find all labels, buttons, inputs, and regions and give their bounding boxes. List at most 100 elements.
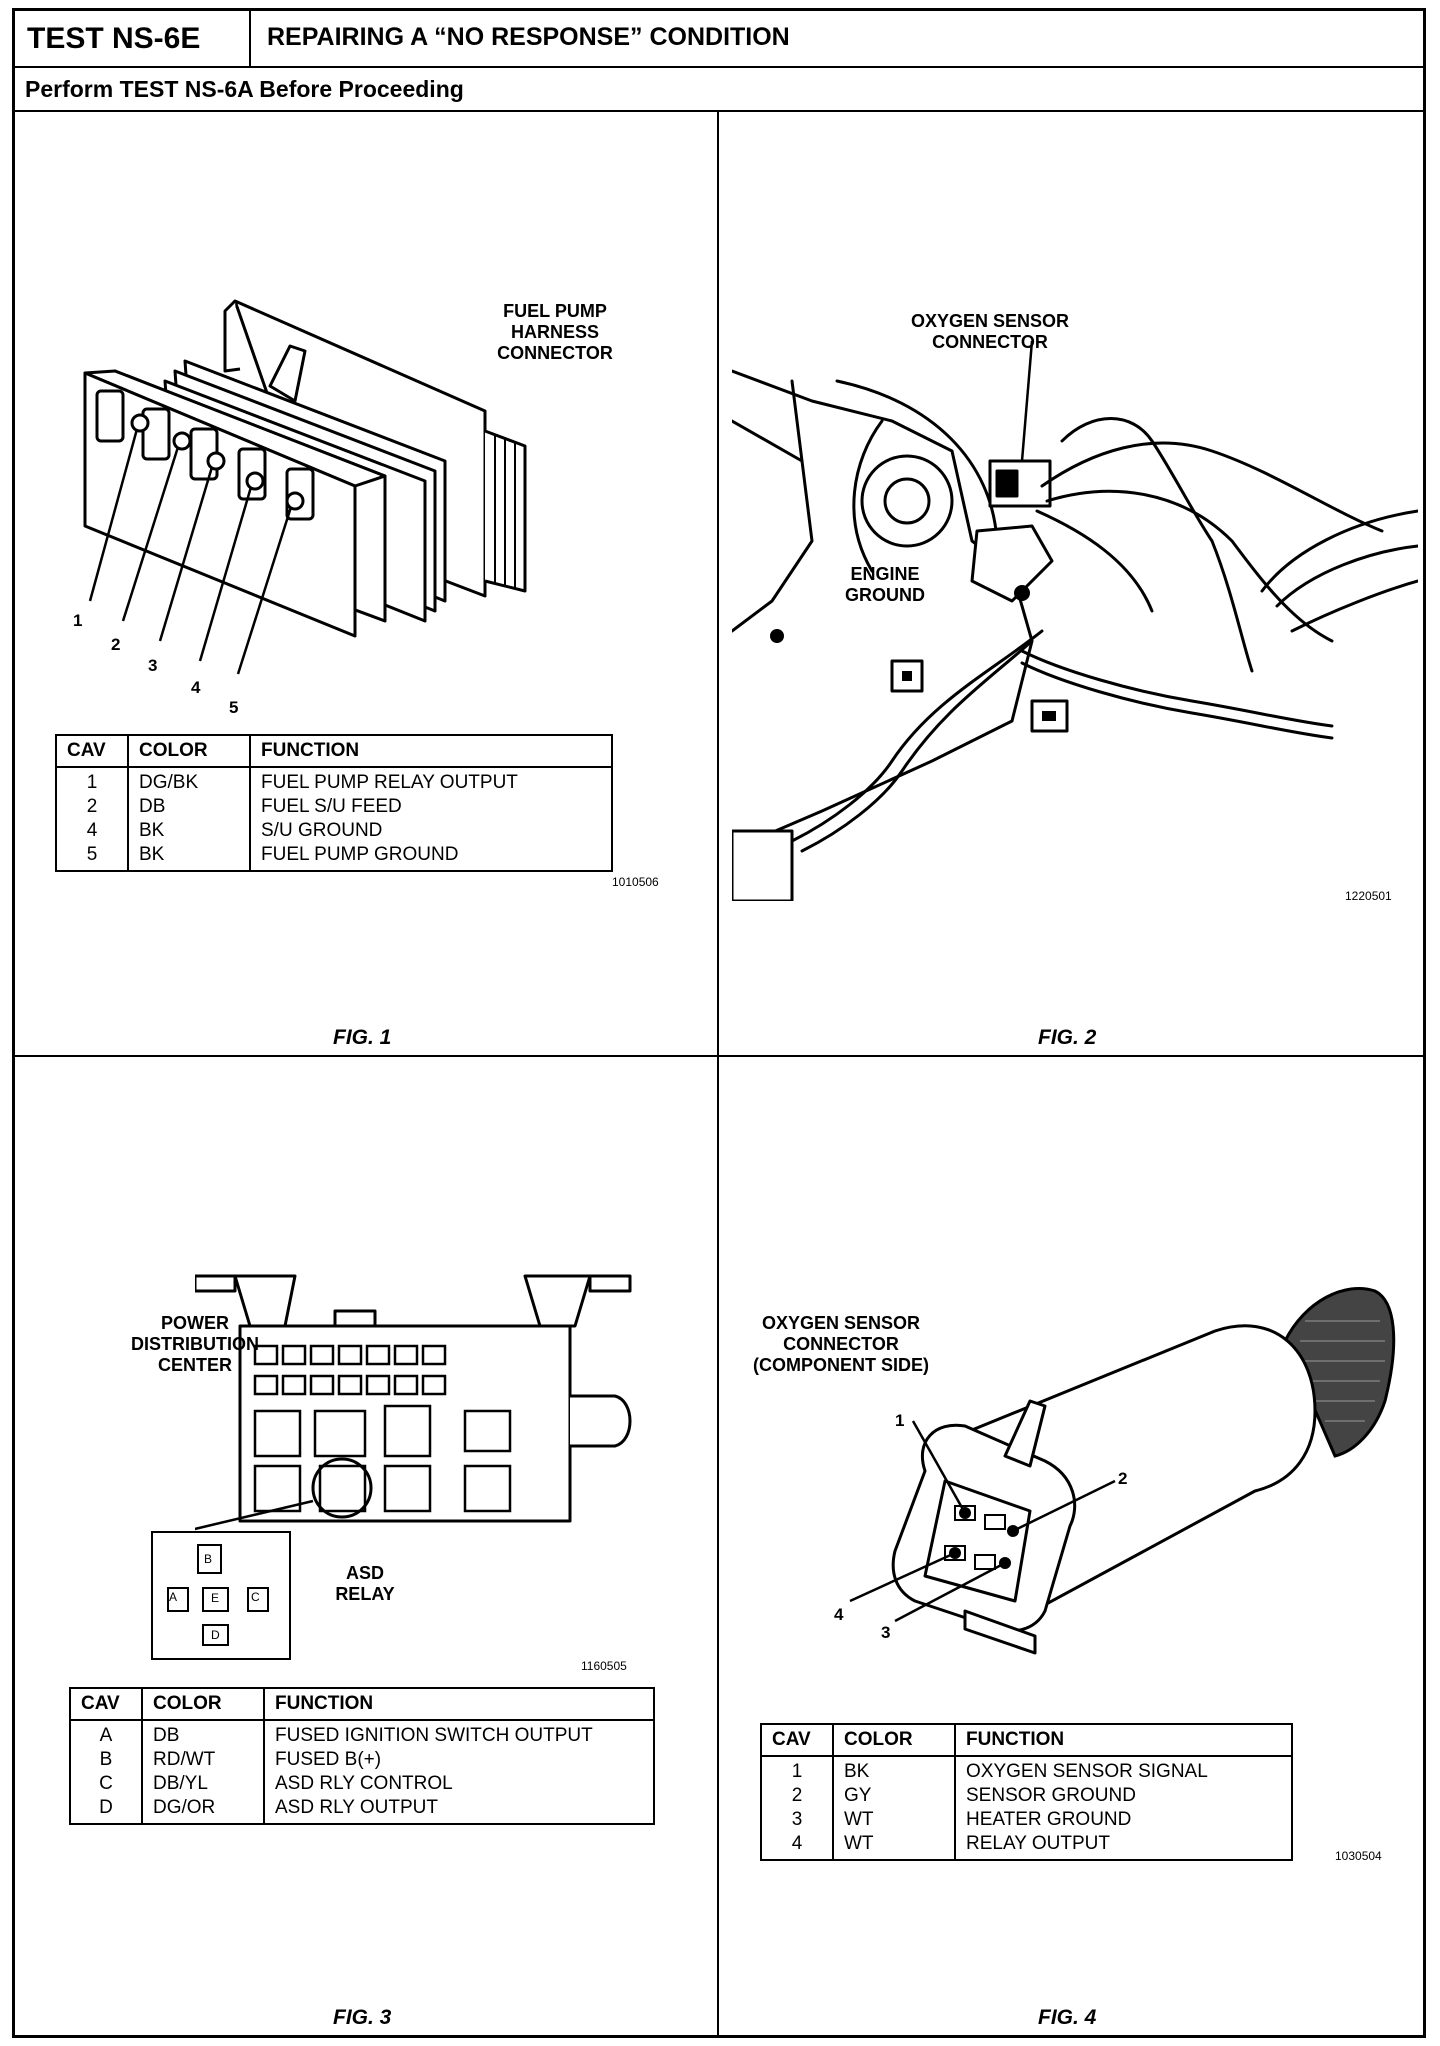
fig1-code: 1010506 — [612, 875, 659, 889]
table-row: 5 BK FUEL PUMP GROUND — [56, 843, 612, 871]
vertical-divider — [717, 112, 719, 2035]
table-header: COLOR — [141, 1688, 264, 1721]
fuel-pump-connector-drawing — [83, 299, 527, 675]
fig1-pin-table: CAV COLOR FUNCTION 1 DG/BK FUEL PUMP REL… — [55, 734, 613, 872]
color-cell: WT — [832, 1808, 955, 1832]
test-sheet: TEST NS-6E REPAIRING A “NO RESPONSE” CON… — [12, 8, 1426, 2038]
function-cell: S/U GROUND — [249, 819, 612, 843]
horizontal-divider — [15, 1055, 1423, 1057]
fig3-caption: FIG. 3 — [333, 2006, 392, 2029]
cav-cell: 2 — [791, 1785, 803, 1806]
cav-cell: 3 — [791, 1809, 803, 1830]
cav-cell: 4 — [86, 820, 98, 841]
fig3-code: 1160505 — [581, 1659, 627, 1673]
table-row: 4 WT RELAY OUTPUT — [761, 1832, 1292, 1860]
table-header: COLOR — [127, 735, 250, 768]
function-cell: ASD RLY CONTROL — [263, 1772, 654, 1796]
table-row: A DB FUSED IGNITION SWITCH OUTPUT — [70, 1720, 654, 1748]
function-cell: FUEL S/U FEED — [249, 795, 612, 819]
fig1-pin-label: 5 — [229, 698, 239, 717]
color-cell: GY — [832, 1784, 955, 1808]
table-row: 3 WT HEATER GROUND — [761, 1808, 1292, 1832]
relay-pin-label: B — [204, 1552, 213, 1566]
color-cell: RD/WT — [141, 1748, 264, 1772]
table-header: FUNCTION — [249, 735, 612, 768]
cav-cell: 4 — [791, 1833, 803, 1854]
table-row: 1 DG/BK FUEL PUMP RELAY OUTPUT — [56, 767, 612, 795]
fig3-pin-table: CAV COLOR FUNCTION A DB FUSED IGNITION S… — [69, 1687, 655, 1825]
fig1-caption: FIG. 1 — [333, 1026, 392, 1049]
engine-oxygen-sensor-drawing — [732, 341, 1418, 901]
fig4-code: 1030504 — [1335, 1849, 1382, 1863]
table-header: FUNCTION — [954, 1724, 1292, 1757]
cav-cell: 2 — [86, 796, 98, 817]
fig4-pin-label: 2 — [1118, 1469, 1128, 1488]
relay-pin-label: A — [169, 1590, 178, 1604]
relay-pin-label: C — [251, 1590, 260, 1604]
relay-pin-label: D — [211, 1628, 220, 1642]
cav-cell: B — [99, 1749, 113, 1770]
test-id: TEST NS-6E — [15, 11, 251, 66]
table-row: D DG/OR ASD RLY OUTPUT — [70, 1796, 654, 1824]
table-header: CAV — [56, 735, 128, 768]
color-cell: DB — [127, 795, 250, 819]
test-title: REPAIRING A “NO RESPONSE” CONDITION — [267, 23, 790, 51]
fig1-pin-label: 3 — [148, 656, 158, 675]
color-cell: DG/OR — [141, 1796, 264, 1824]
color-cell: WT — [832, 1832, 955, 1860]
fig1-pin-label: 1 — [73, 611, 83, 630]
cav-cell: D — [99, 1797, 113, 1818]
table-header: FUNCTION — [263, 1688, 654, 1721]
fig1-connector-label: FUEL PUMP HARNESS CONNECTOR — [497, 301, 613, 363]
asd-relay-pinout-drawing — [167, 1544, 269, 1646]
table-row: B RD/WT FUSED B(+) — [70, 1748, 654, 1772]
relay-pin-label: E — [211, 1591, 220, 1605]
fig4-pin-table: CAV COLOR FUNCTION 1 BK OXYGEN SENSOR SI… — [760, 1723, 1293, 1861]
function-cell: FUSED B(+) — [263, 1748, 654, 1772]
cav-cell: 5 — [86, 844, 98, 865]
table-row: 4 BK S/U GROUND — [56, 819, 612, 843]
color-cell: DG/BK — [127, 767, 250, 795]
function-cell: FUEL PUMP RELAY OUTPUT — [249, 767, 612, 795]
color-cell: DB/YL — [141, 1772, 264, 1796]
function-cell: ASD RLY OUTPUT — [263, 1796, 654, 1824]
color-cell: BK — [127, 819, 250, 843]
function-cell: RELAY OUTPUT — [954, 1832, 1292, 1860]
function-cell: OXYGEN SENSOR SIGNAL — [954, 1756, 1292, 1784]
fig1-pin-label: 2 — [111, 635, 121, 654]
table-header: COLOR — [832, 1724, 955, 1757]
fig4-pin-label: 3 — [881, 1623, 891, 1642]
function-cell: FUEL PUMP GROUND — [249, 843, 612, 871]
function-cell: HEATER GROUND — [954, 1808, 1292, 1832]
power-distribution-center-drawing — [195, 1274, 632, 1531]
fig4-pin-label: 4 — [834, 1605, 844, 1624]
table-header: CAV — [70, 1688, 142, 1721]
test-subtitle: Perform TEST NS-6A Before Proceeding — [15, 66, 1423, 112]
cav-cell: 1 — [86, 772, 98, 793]
color-cell: BK — [127, 843, 250, 871]
cav-cell: A — [99, 1725, 113, 1746]
header-bar: TEST NS-6E REPAIRING A “NO RESPONSE” CON… — [15, 11, 1423, 68]
table-row: 2 GY SENSOR GROUND — [761, 1784, 1292, 1808]
fig2-caption: FIG. 2 — [1038, 1026, 1097, 1049]
fig4-caption: FIG. 4 — [1038, 2006, 1097, 2029]
fig3-relay-label: ASD RELAY — [335, 1563, 395, 1604]
fig2-ground-label: ENGINE GROUND — [845, 564, 925, 605]
fig1-pin-label: 4 — [191, 678, 201, 697]
function-cell: FUSED IGNITION SWITCH OUTPUT — [263, 1720, 654, 1748]
fig3-pdc-label: POWER DISTRIBUTION CENTER — [131, 1313, 259, 1375]
fig2-code: 1220501 — [1345, 889, 1392, 903]
table-row: C DB/YL ASD RLY CONTROL — [70, 1772, 654, 1796]
fig2-sensor-label: OXYGEN SENSOR CONNECTOR — [910, 311, 1070, 352]
cav-cell: C — [99, 1773, 113, 1794]
color-cell: BK — [832, 1756, 955, 1784]
oxygen-sensor-connector-drawing — [849, 1286, 1396, 1655]
fig4-pin-label: 1 — [895, 1411, 905, 1430]
cav-cell: 1 — [791, 1761, 803, 1782]
color-cell: DB — [141, 1720, 264, 1748]
table-row: 1 BK OXYGEN SENSOR SIGNAL — [761, 1756, 1292, 1784]
fig4-connector-label: OXYGEN SENSOR CONNECTOR (COMPONENT SIDE) — [752, 1313, 929, 1375]
asd-relay-inset: A B C D E — [151, 1531, 291, 1660]
table-header: CAV — [761, 1724, 833, 1757]
function-cell: SENSOR GROUND — [954, 1784, 1292, 1808]
